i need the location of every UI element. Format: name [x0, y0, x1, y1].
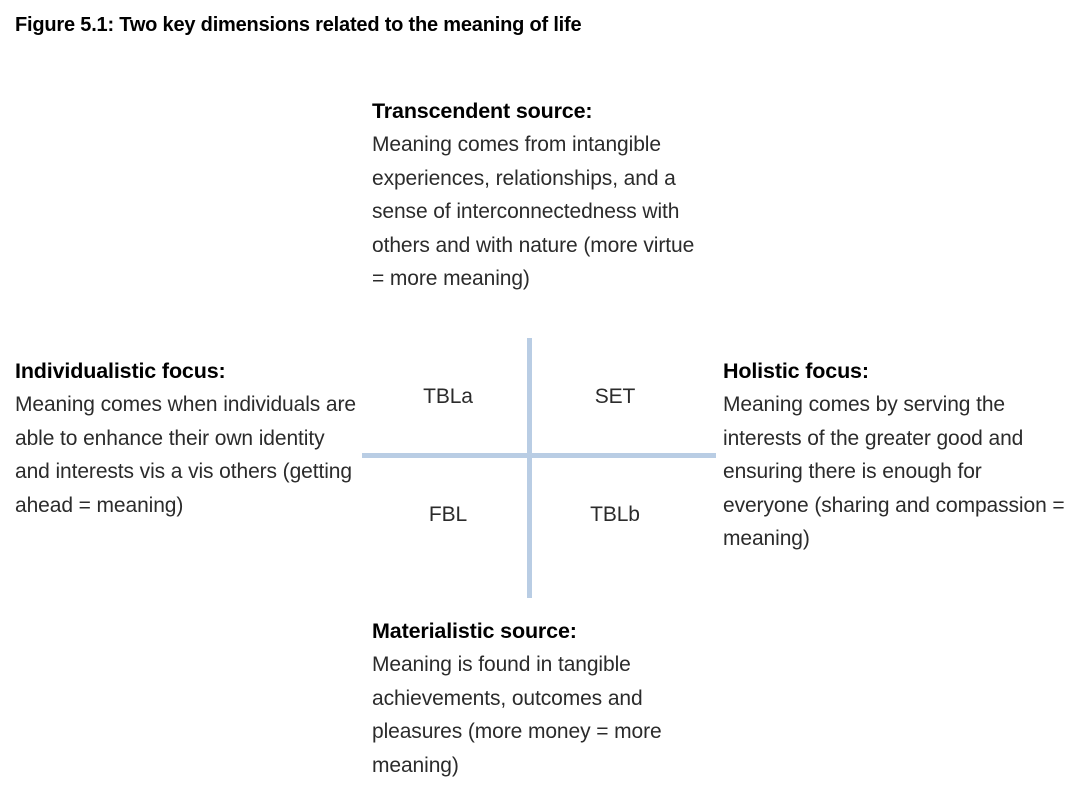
figure-title: Figure 5.1: Two key dimensions related t… — [15, 14, 582, 36]
pole-bottom-heading: Materialistic source: — [372, 619, 577, 643]
quadrant-label-bottom-left: FBL — [428, 503, 468, 526]
pole-right-heading: Holistic focus: — [723, 359, 869, 383]
pole-bottom-body: Meaning is found in tangible achievement… — [372, 653, 662, 777]
horizontal-axis-line — [362, 453, 716, 458]
pole-left-individualistic-focus: Individualistic focus: Meaning comes whe… — [15, 354, 360, 522]
quadrant-label-bottom-right: TBLb — [590, 503, 640, 526]
pole-right-holistic-focus: Holistic focus: Meaning comes by serving… — [723, 354, 1071, 556]
pole-bottom-materialistic-source: Materialistic source: Meaning is found i… — [372, 614, 712, 782]
quadrant-label-top-right: SET — [594, 385, 636, 408]
pole-left-body: Meaning comes when individuals are able … — [15, 393, 356, 517]
pole-top-transcendent-source: Transcendent source: Meaning comes from … — [372, 94, 712, 296]
pole-left-heading: Individualistic focus: — [15, 359, 226, 383]
pole-top-body: Meaning comes from intangible experience… — [372, 133, 695, 290]
pole-top-heading: Transcendent source: — [372, 99, 593, 123]
quadrant-label-top-left: TBLa — [423, 385, 473, 408]
vertical-axis-line — [527, 338, 532, 598]
pole-right-body: Meaning comes by serving the interests o… — [723, 393, 1065, 550]
